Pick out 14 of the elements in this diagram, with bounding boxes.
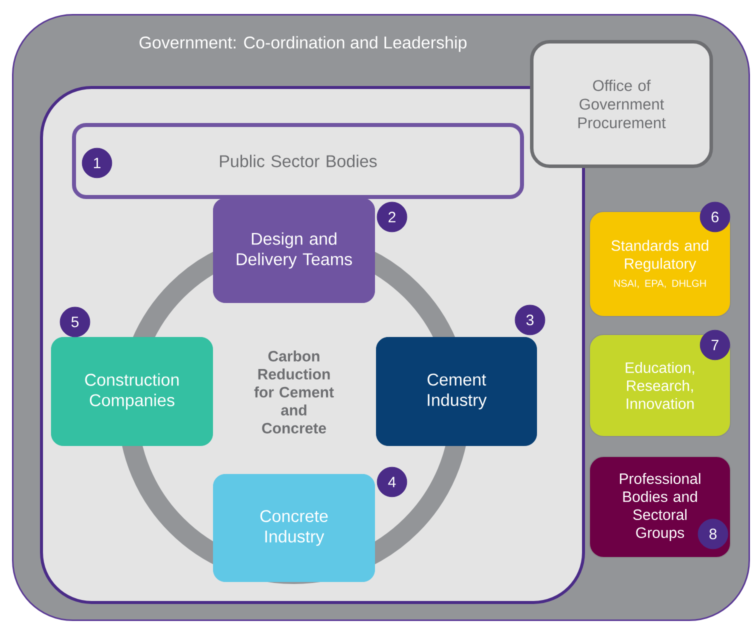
concrete-box: Concrete Industry (213, 474, 375, 582)
number-badge: 4 (376, 466, 408, 498)
number-badge: 3 (514, 304, 546, 336)
number-badge: 5 (60, 306, 90, 338)
number-badge: 6 (700, 202, 730, 232)
design-teams-box: Design and Delivery Teams (213, 198, 375, 303)
number-badge: 8 (698, 518, 728, 550)
number-badge: 1 (82, 148, 112, 178)
number-badge: 7 (700, 330, 730, 360)
number-badge: 2 (376, 202, 408, 232)
cement-box: Cement Industry (376, 336, 537, 446)
procurement-box: Office of Government Procurement (530, 40, 713, 168)
center-label: Carbon Reduction for Cement and Concrete (254, 350, 334, 434)
construction-box: Construction Companies (51, 336, 213, 446)
